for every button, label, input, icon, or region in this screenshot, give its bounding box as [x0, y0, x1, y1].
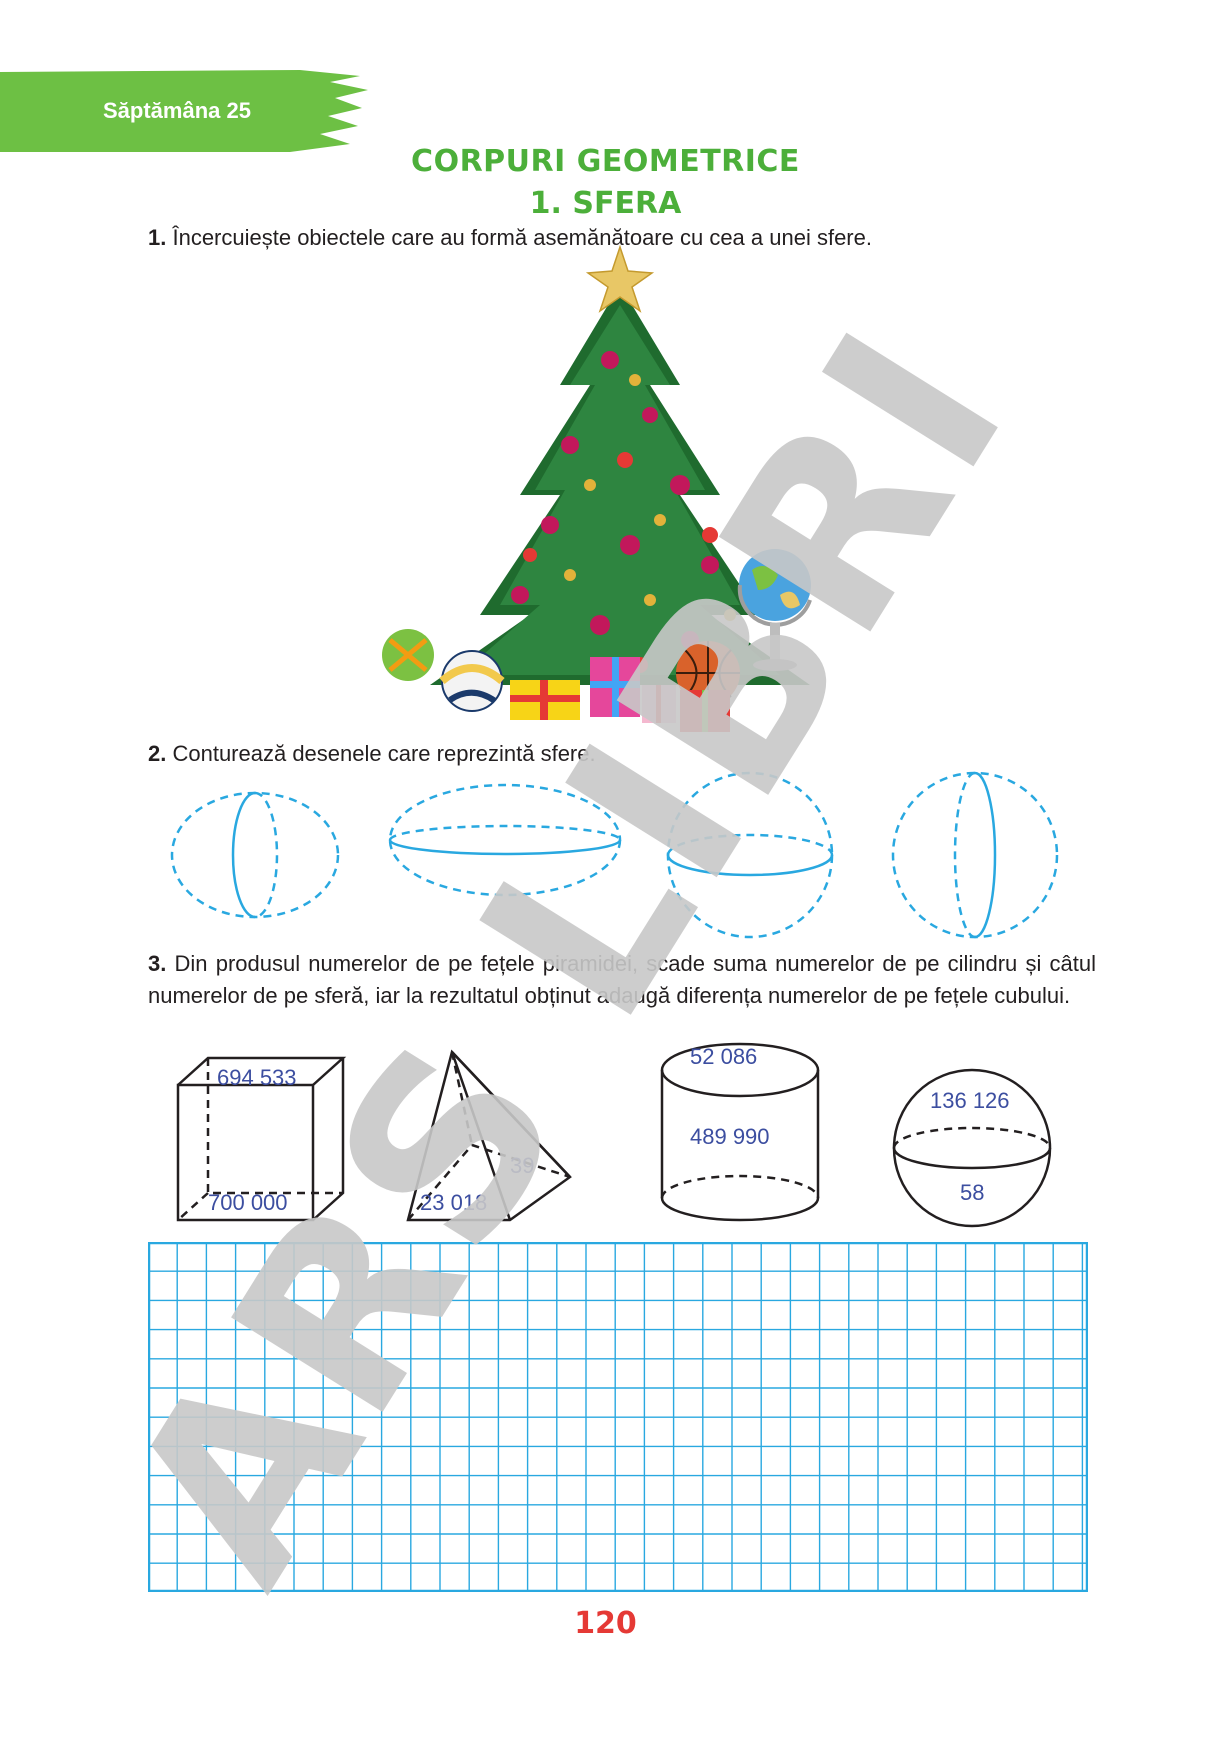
exercise-1-text: Încercuiește obiectele care au formă ase…	[166, 225, 872, 250]
christmas-tree-illustration	[382, 245, 812, 732]
drawing-sphere-equator	[666, 771, 834, 939]
green-ball-icon	[382, 629, 434, 681]
drawing-ellipse-vertical-meridian	[170, 791, 340, 919]
cylinder-icon	[660, 1042, 820, 1222]
exercise-2-number: 2.	[148, 741, 167, 766]
yellow-gift-icon	[510, 680, 580, 720]
grid-border	[148, 1242, 1088, 1592]
exercise-2: 2. Conturează desenele care reprezintă s…	[148, 738, 596, 770]
pink-gift-icon	[590, 657, 640, 717]
page-number: 120	[574, 1606, 637, 1641]
sphere-drawings	[170, 771, 1059, 939]
tree-icon	[430, 285, 810, 705]
solids-drawing	[176, 1042, 1052, 1228]
exercise-3-number: 3.	[148, 951, 167, 976]
chapter-title: CORPURI GEOMETRICE	[411, 144, 800, 179]
cylinder-top-number: 52 086	[690, 1044, 758, 1069]
volleyball-icon	[439, 650, 505, 712]
geometric-solids: 694 533 700 000 23 018 39 52 086 489 990…	[160, 1040, 1080, 1240]
lesson-title: 1. SFERA	[529, 186, 682, 221]
pyramid-right-number: 39	[510, 1153, 535, 1178]
exercise-3: 3. Din produsul numerelor de pe fețele p…	[148, 948, 1096, 1012]
exercise-1-number: 1.	[148, 225, 167, 250]
drawing-sphere-meridian	[891, 771, 1059, 939]
pyramid-icon	[406, 1049, 572, 1222]
calculation-grid[interactable]	[148, 1242, 1088, 1592]
pyramid-left-number: 23 018	[420, 1190, 488, 1215]
sphere-icon	[892, 1068, 1052, 1228]
sphere-top-number: 136 126	[930, 1088, 1010, 1113]
week-banner	[0, 70, 368, 152]
drawing-flat-ellipsoid	[388, 783, 622, 897]
cube-bottom-number: 700 000	[208, 1190, 288, 1215]
star-icon	[585, 245, 655, 313]
cylinder-middle-number: 489 990	[690, 1124, 770, 1149]
cube-icon	[176, 1056, 347, 1222]
exercise-1: 1. Încercuiește obiectele care au formă …	[148, 222, 872, 254]
exercise-2-text: Conturează desenele care reprezintă sfer…	[166, 741, 596, 766]
exercise-3-text: Din produsul numerelor de pe fețele pira…	[148, 951, 1096, 1008]
small-gift-icon	[642, 685, 676, 723]
cube-top-number: 694 533	[217, 1065, 297, 1090]
sphere-bottom-number: 58	[960, 1180, 985, 1205]
globe-icon	[737, 549, 812, 671]
red-gift-icon	[680, 690, 730, 732]
week-label: Săptămâna 25	[103, 98, 251, 123]
